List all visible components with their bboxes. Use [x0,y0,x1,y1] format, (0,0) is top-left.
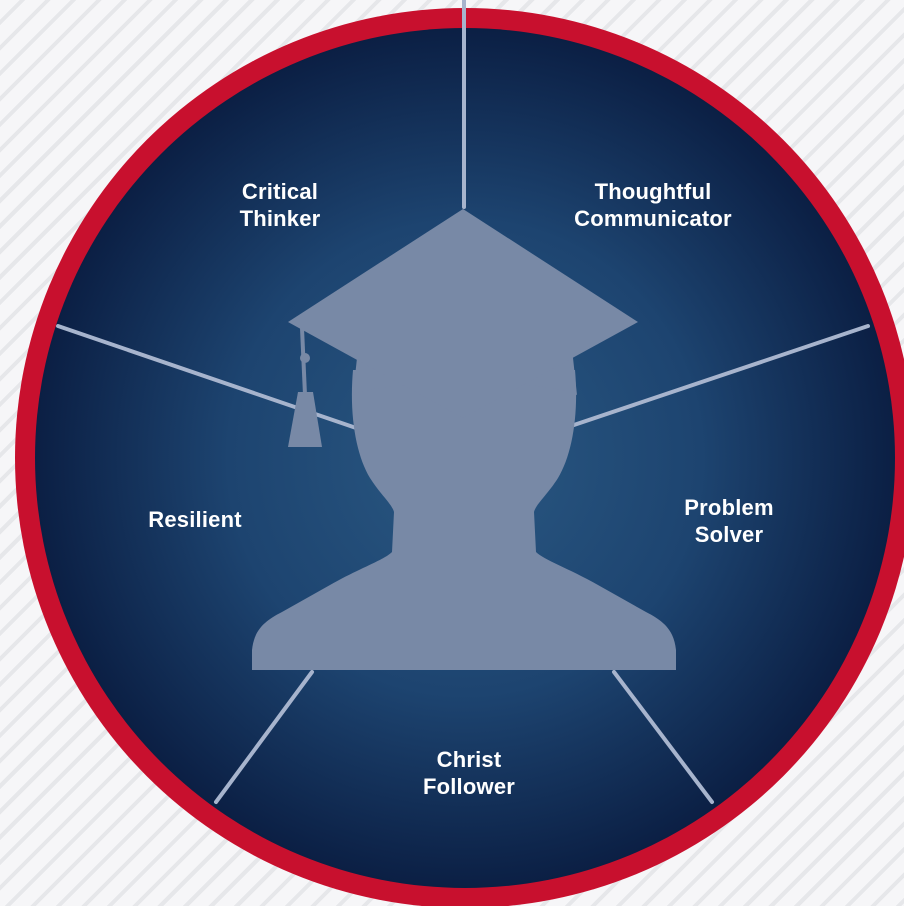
segment-label-problem-solver: Problem Solver [684,495,774,547]
graduate-silhouette-icon [252,209,676,670]
segment-label-christ-follower: Christ Follower [422,747,516,799]
segment-label-thoughtful-communicator: Thoughtful Communicator [574,179,732,231]
divider-line-lower-right [612,670,714,804]
segment-label-critical-thinker: Critical Thinker [239,179,321,231]
divider-line-lower-left [214,670,314,804]
divider-line-upper-right [563,324,870,430]
segment-label-resilient: Resilient [148,507,242,532]
